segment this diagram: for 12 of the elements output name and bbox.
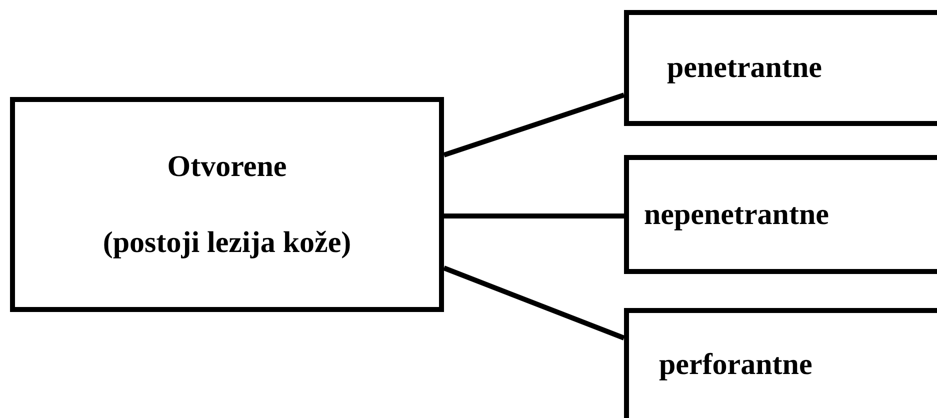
connector-line xyxy=(443,92,625,158)
text-box xyxy=(624,308,937,418)
text-box xyxy=(10,97,444,312)
connector-line xyxy=(444,214,624,218)
node-title: perforantne xyxy=(659,348,812,382)
node-title: Otvorene xyxy=(167,150,287,184)
text-box xyxy=(624,10,937,126)
node-title: nepenetrantne xyxy=(644,198,829,232)
node-title: penetrantne xyxy=(667,51,822,85)
node-subtitle: (postoji lezija kože) xyxy=(102,226,352,260)
connector-line xyxy=(443,266,625,340)
text-box xyxy=(624,155,937,274)
